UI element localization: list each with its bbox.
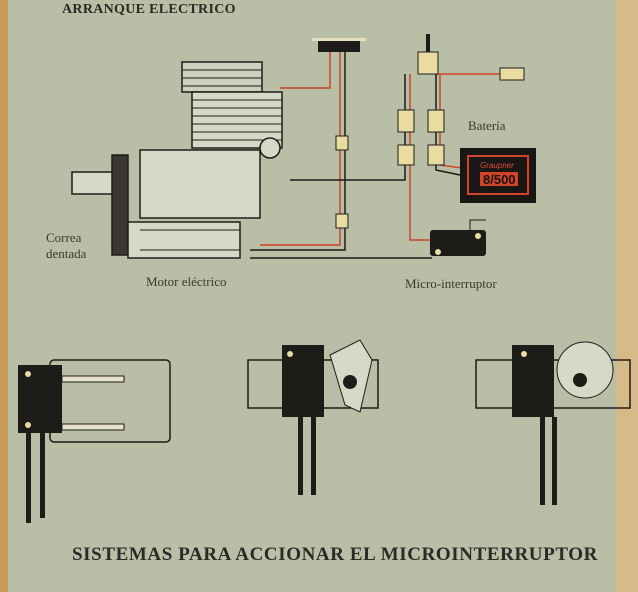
connectors — [335, 67, 525, 229]
motor-label: Motor eléctrico — [146, 274, 227, 289]
actuation-system-3 — [475, 341, 631, 505]
switch-connector — [312, 38, 366, 52]
belt-label: Correa dentada — [46, 230, 87, 261]
toggle-switch — [417, 34, 439, 75]
actuation-system-1 — [18, 359, 171, 523]
battery-model: 8/500 — [483, 172, 516, 187]
diagram-title: ARRANQUE ELECTRICO — [62, 2, 236, 17]
actuation-system-2 — [247, 339, 379, 495]
battery-pack: Graupner 8/500 — [460, 148, 536, 203]
microswitch-label: Micro-interruptor — [405, 276, 497, 291]
battery-brand: Graupner — [480, 161, 514, 170]
battery-label: Batería — [468, 118, 506, 133]
page-edge — [616, 0, 638, 592]
bottom-caption: SISTEMAS PARA ACCIONAR EL MICROINTERRUPT… — [72, 544, 598, 565]
micro-switch — [430, 219, 486, 256]
engine-illustration — [71, 61, 283, 259]
